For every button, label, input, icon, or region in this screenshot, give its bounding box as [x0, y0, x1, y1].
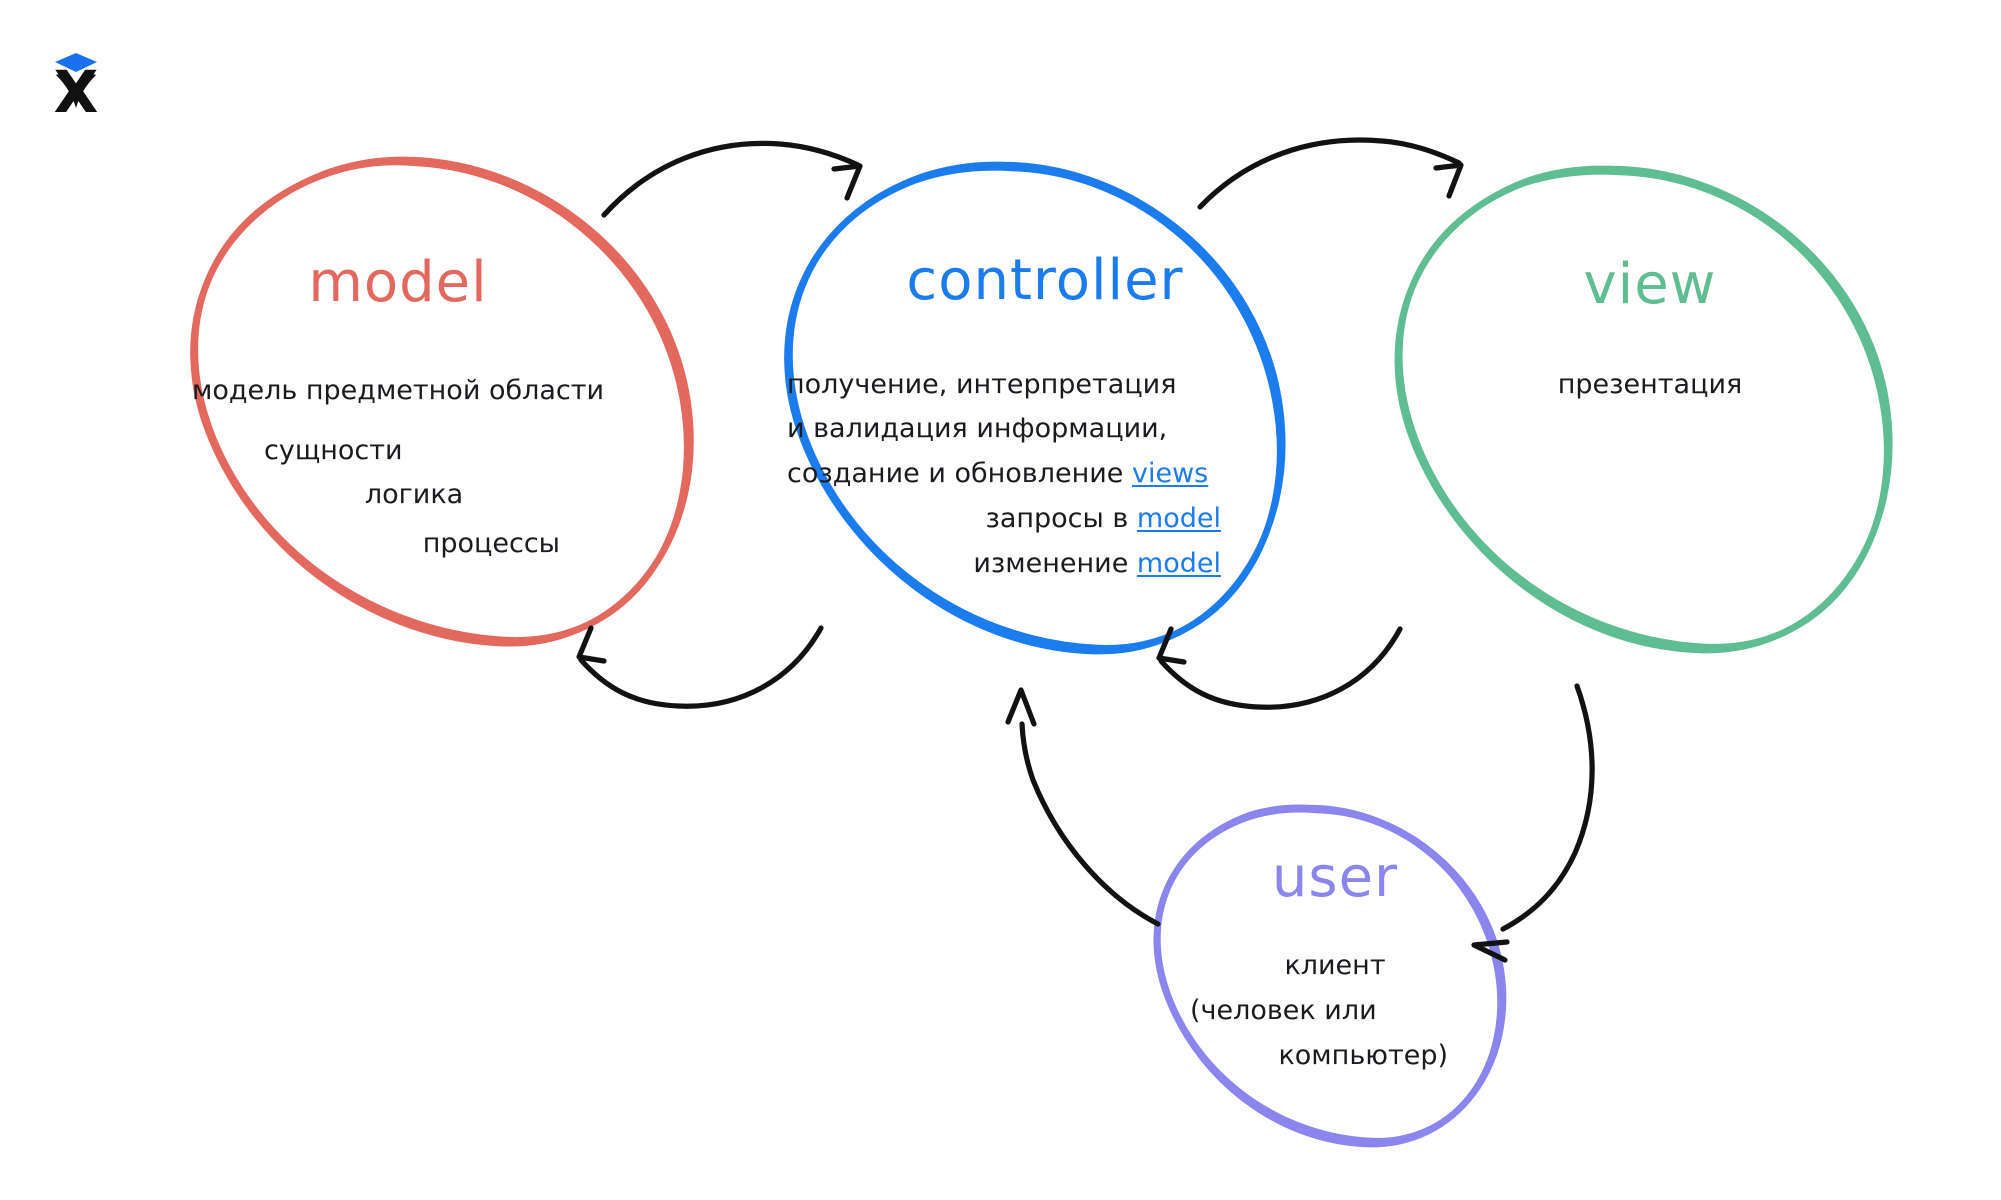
node-circle-user[interactable]	[1153, 804, 1507, 1148]
node-circle-model[interactable]	[190, 156, 694, 647]
edge-controller-to-model	[576, 625, 824, 709]
node-line-model-1: сущности	[264, 435, 403, 466]
logo-letter: X	[54, 58, 99, 126]
node-title-user: user	[1271, 845, 1399, 910]
node-line-controller-2: создание и обновление views	[787, 455, 1227, 493]
node-line-model-3: процессы	[422, 528, 560, 559]
node-title-model: model	[308, 250, 488, 315]
node-line-user-2: компьютер)	[1278, 1040, 1448, 1071]
edge-view-to-user	[1471, 683, 1595, 963]
edge-model-to-controller	[601, 140, 863, 218]
node-line-controller-4-text: изменение	[973, 548, 1137, 579]
edge-user-to-controller	[1005, 687, 1161, 927]
node-title-controller: controller	[906, 248, 1184, 313]
node-line-user-1: (человек или	[1190, 995, 1377, 1026]
node-line-model-0: модель предметной области	[191, 375, 605, 406]
node-circle-view[interactable]	[1394, 165, 1893, 654]
node-line-controller-4: изменение model	[787, 545, 1221, 583]
node-circle-controller[interactable]	[784, 161, 1286, 655]
node-line-controller-3-text: запросы в	[985, 503, 1137, 534]
node-line-model-2: логика	[364, 479, 464, 510]
edge-controller-to-view	[1197, 137, 1464, 210]
node-line-controller-0: получение, интерпретация	[787, 369, 1177, 400]
node-line-controller-3: запросы в model	[787, 500, 1221, 538]
edge-view-to-controller	[1156, 626, 1403, 710]
node-line-controller-1: и валидация информации,	[787, 413, 1168, 444]
node-title-view: view	[1583, 252, 1717, 317]
logo-diamond-icon	[55, 53, 97, 72]
node-line-user-0: клиент	[1284, 950, 1386, 981]
node-line-view-0: презентация	[1557, 369, 1743, 400]
link-model-change[interactable]: model	[1136, 548, 1221, 579]
excalidraw-logo[interactable]: X	[54, 53, 99, 126]
link-model-query[interactable]: model	[1136, 503, 1221, 534]
link-views[interactable]: views	[1131, 458, 1209, 489]
logo-x-icon	[56, 73, 96, 108]
node-line-controller-2-text: создание и обновление	[787, 458, 1132, 489]
